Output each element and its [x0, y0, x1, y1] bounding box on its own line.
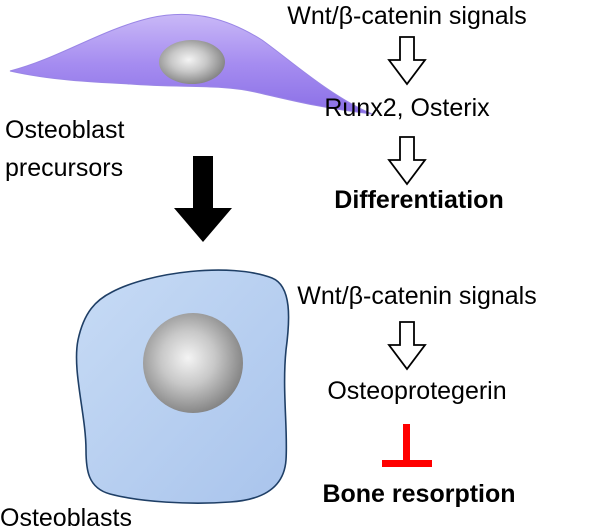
- bottom-outcome-label: Bone resorption: [322, 480, 516, 508]
- osteoblast-nucleus: [143, 313, 243, 413]
- top-signal-label: Wnt/β-catenin signals: [287, 2, 527, 30]
- bottom-signal-label: Wnt/β-catenin signals: [297, 282, 537, 310]
- top-factors-label: Runx2, Osterix: [324, 94, 490, 122]
- precursor-label-line1: Osteoblast: [5, 116, 125, 144]
- hollow-down-arrow-icon: [387, 321, 427, 371]
- solid-down-arrow-icon: [174, 156, 232, 242]
- top-outcome-label: Differentiation: [334, 186, 504, 214]
- precursor-nucleus: [159, 40, 225, 84]
- inhibition-t-bar-icon: [382, 424, 432, 467]
- bottom-factor-label: Osteoprotegerin: [327, 377, 507, 405]
- precursor-label-line2: precursors: [5, 154, 124, 182]
- hollow-down-arrow-icon: [387, 36, 427, 86]
- hollow-down-arrow-icon: [387, 136, 427, 186]
- osteoblast-label: Osteoblasts: [0, 504, 133, 532]
